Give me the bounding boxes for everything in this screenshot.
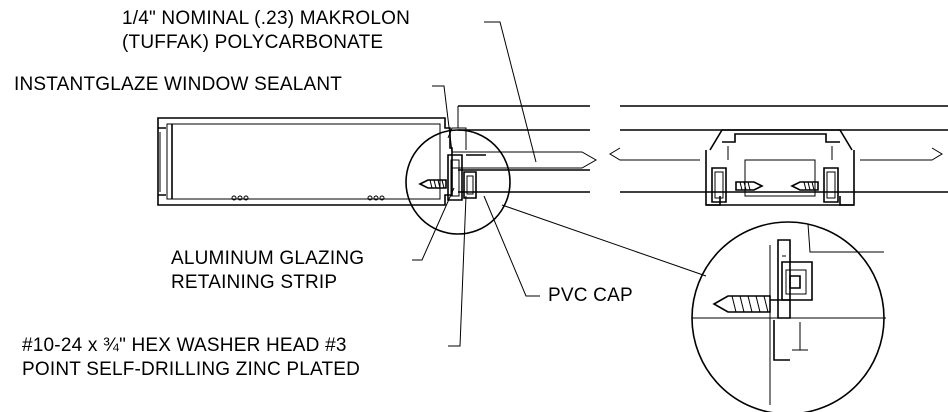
screw-right-a xyxy=(735,181,764,191)
sealant-label: INSTANTGLAZE WINDOW SEALANT xyxy=(14,74,343,95)
screw-right-b xyxy=(790,181,819,191)
detail-link-line xyxy=(501,204,707,277)
polycarbonate-label-line1: 1/4" NOMINAL (.23) MAKROLON xyxy=(122,8,411,29)
end-frame-extrusion xyxy=(157,117,453,206)
retaining-strip-left xyxy=(447,154,486,201)
retaining-strip-right-b xyxy=(823,167,839,203)
screw-left xyxy=(418,179,447,189)
polycarbonate-sheet-left xyxy=(447,105,598,193)
intermediate-frame-extrusion xyxy=(609,105,948,206)
retaining-strip-label-line2: RETAINING STRIP xyxy=(171,272,338,293)
screw-label-line2: POINT SELF-DRILLING ZINC PLATED xyxy=(22,359,361,380)
screw-label-line1: #10-24 x ¾" HEX WASHER HEAD #3 xyxy=(22,335,347,356)
retaining-strip-right-a xyxy=(711,167,727,203)
retaining-strip-label-line1: ALUMINUM GLAZING xyxy=(171,248,365,269)
pvc-cap-label: PVC CAP xyxy=(548,285,633,306)
enlarged-detail xyxy=(691,221,886,412)
polycarbonate-label-line2: (TUFFAK) POLYCARBONATE xyxy=(122,32,384,53)
leaders xyxy=(412,21,540,347)
detail-callout-circle xyxy=(405,129,511,235)
